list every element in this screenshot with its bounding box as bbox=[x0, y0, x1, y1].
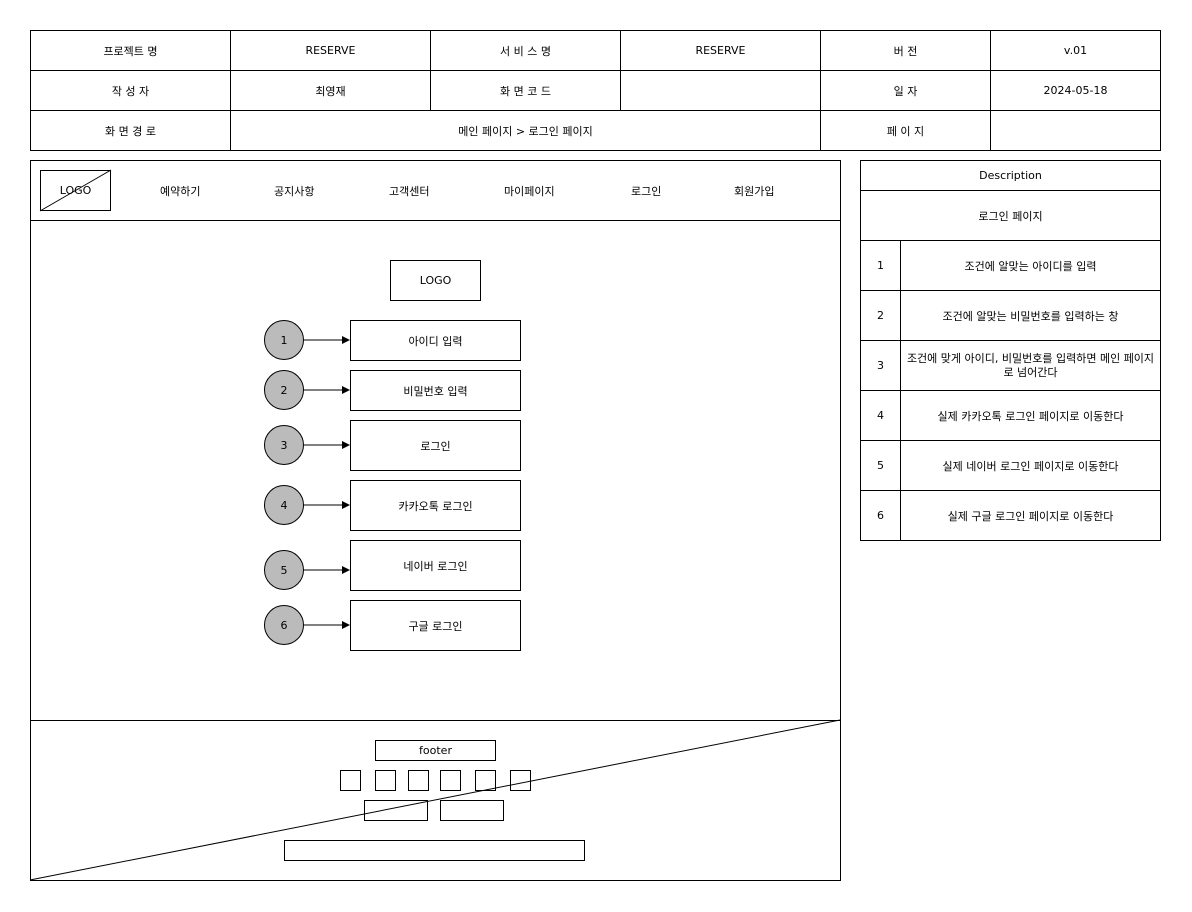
footer-icon-5[interactable] bbox=[475, 770, 496, 791]
description-num-2: 2 bbox=[860, 290, 901, 341]
step-marker-5-num: 5 bbox=[280, 563, 288, 577]
date-label: 일 자 bbox=[820, 70, 991, 111]
nav-item-login[interactable]: 로그인 bbox=[631, 185, 662, 198]
kakao-login-button-label: 카카오톡 로그인 bbox=[398, 499, 473, 513]
service-value: RESERVE bbox=[620, 30, 821, 71]
nav-item-support[interactable]: 고객센터 bbox=[389, 185, 430, 198]
description-text-3: 조건에 맞게 아이디, 비밀번호를 입력하면 메인 페이지로 넘어간다 bbox=[900, 340, 1161, 391]
nav-item-signup[interactable]: 회원가입 bbox=[734, 185, 775, 198]
description-num-4: 4 bbox=[860, 390, 901, 441]
page-value bbox=[990, 110, 1161, 151]
path-value: 메인 페이지 > 로그인 페이지 bbox=[230, 110, 821, 151]
footer-icon-3[interactable] bbox=[408, 770, 429, 791]
footer-icon-6[interactable] bbox=[510, 770, 531, 791]
description-text-5: 실제 네이버 로그인 페이지로 이동한다 bbox=[900, 440, 1161, 491]
footer-divider bbox=[30, 720, 841, 721]
nav-divider bbox=[30, 220, 841, 221]
naver-login-button[interactable]: 네이버 로그인 bbox=[350, 540, 521, 591]
screen-code-value bbox=[620, 70, 821, 111]
step-marker-2-num: 2 bbox=[280, 383, 288, 397]
footer-icon-4[interactable] bbox=[440, 770, 461, 791]
id-input-label: 아이디 입력 bbox=[408, 334, 463, 348]
footer-link-1[interactable] bbox=[364, 800, 428, 821]
footer-label-box: footer bbox=[375, 740, 496, 761]
main-logo: LOGO bbox=[390, 260, 481, 301]
naver-login-button-label: 네이버 로그인 bbox=[403, 559, 468, 573]
step-marker-3: 3 bbox=[264, 425, 304, 465]
nav-logo[interactable]: LOGO bbox=[40, 170, 111, 211]
footer-link-2[interactable] bbox=[440, 800, 504, 821]
nav-item-mypage[interactable]: 마이페이지 bbox=[504, 185, 555, 198]
path-label: 화 면 경 로 bbox=[30, 110, 231, 151]
login-button-label: 로그인 bbox=[420, 439, 451, 453]
step-marker-3-num: 3 bbox=[280, 438, 288, 452]
footer-label: footer bbox=[419, 744, 452, 757]
step-marker-2: 2 bbox=[264, 370, 304, 410]
footer-info-bar bbox=[284, 840, 585, 861]
date-value: 2024-05-18 bbox=[990, 70, 1161, 111]
nav-item-reserve[interactable]: 예약하기 bbox=[160, 185, 201, 198]
step-marker-4-num: 4 bbox=[280, 498, 288, 512]
id-input[interactable]: 아이디 입력 bbox=[350, 320, 521, 361]
description-text-6: 실제 구글 로그인 페이지로 이동한다 bbox=[900, 490, 1161, 541]
step-marker-1: 1 bbox=[264, 320, 304, 360]
footer-icon-1[interactable] bbox=[340, 770, 361, 791]
nav-item-notice[interactable]: 공지사항 bbox=[274, 185, 315, 198]
main-logo-label: LOGO bbox=[419, 274, 452, 287]
service-label: 서 비 스 명 bbox=[430, 30, 621, 71]
description-num-3: 3 bbox=[860, 340, 901, 391]
google-login-button-label: 구글 로그인 bbox=[408, 619, 463, 633]
description-subtitle: 로그인 페이지 bbox=[860, 190, 1161, 241]
description-text-4: 실제 카카오톡 로그인 페이지로 이동한다 bbox=[900, 390, 1161, 441]
description-num-5: 5 bbox=[860, 440, 901, 491]
description-title: Description bbox=[860, 160, 1161, 191]
description-text-1: 조건에 알맞는 아이디를 입력 bbox=[900, 240, 1161, 291]
nav-logo-label: LOGO bbox=[59, 184, 92, 197]
version-label: 버 전 bbox=[820, 30, 991, 71]
step-marker-1-num: 1 bbox=[280, 333, 288, 347]
version-value: v.01 bbox=[990, 30, 1161, 71]
author-label: 작 성 자 bbox=[30, 70, 231, 111]
wireframe-frame bbox=[30, 160, 841, 881]
project-label: 프로젝트 명 bbox=[30, 30, 231, 71]
description-num-1: 1 bbox=[860, 240, 901, 291]
login-button[interactable]: 로그인 bbox=[350, 420, 521, 471]
footer-icon-2[interactable] bbox=[375, 770, 396, 791]
author-value: 최영재 bbox=[230, 70, 431, 111]
google-login-button[interactable]: 구글 로그인 bbox=[350, 600, 521, 651]
step-marker-4: 4 bbox=[264, 485, 304, 525]
password-input-label: 비밀번호 입력 bbox=[403, 384, 468, 398]
description-num-6: 6 bbox=[860, 490, 901, 541]
kakao-login-button[interactable]: 카카오톡 로그인 bbox=[350, 480, 521, 531]
step-marker-6: 6 bbox=[264, 605, 304, 645]
description-text-2: 조건에 알맞는 비밀번호를 입력하는 창 bbox=[900, 290, 1161, 341]
project-value: RESERVE bbox=[230, 30, 431, 71]
step-marker-6-num: 6 bbox=[280, 618, 288, 632]
step-marker-5: 5 bbox=[264, 550, 304, 590]
password-input[interactable]: 비밀번호 입력 bbox=[350, 370, 521, 411]
screen-code-label: 화 면 코 드 bbox=[430, 70, 621, 111]
page-label: 페 이 지 bbox=[820, 110, 991, 151]
